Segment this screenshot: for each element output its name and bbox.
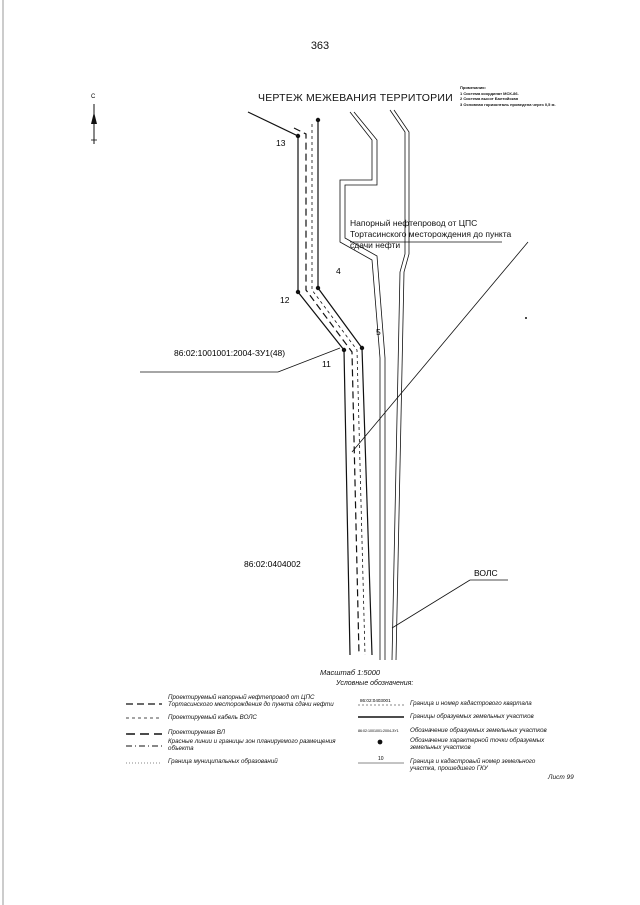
pipeline-callout-leader	[351, 241, 529, 453]
scale-label: Масштаб 1:5000	[320, 668, 381, 677]
point-11-label: 11	[322, 359, 331, 369]
legend-item-pipeline: Проектируемый напорный нефтепровод от ЦП…	[168, 694, 334, 708]
quarter-boundary-b	[344, 111, 386, 660]
parcel-number-5: 5	[376, 327, 381, 337]
page-number: 363	[310, 40, 330, 52]
legend-title: Условные обозначения:	[336, 680, 414, 687]
parcel-left-line	[247, 111, 351, 656]
note-2: 2 Система высот Балтийская	[460, 96, 519, 101]
legend-sample-gku-number: 10	[378, 756, 384, 762]
north-arrow-icon	[91, 104, 97, 144]
legend-sample-quarter-number: 86:02:0403001	[360, 698, 391, 703]
legend-item-red-lines: Красные линии и границы зон планируемого…	[168, 738, 336, 752]
north-letter: С	[91, 94, 96, 100]
legend-item-municipal: Граница муниципальных образований	[168, 758, 278, 765]
notes-heading: Примечания:	[460, 85, 486, 90]
parcel-boundary	[247, 111, 373, 656]
parcel-cadastral-label: 86:02:1001001:2004-ЗУ1(48)	[174, 348, 285, 358]
parcel-right-line	[317, 120, 373, 656]
legend-item-gku: Граница и кадастровый номер земельного у…	[410, 758, 536, 772]
legend-samples-right	[358, 704, 404, 764]
parcel-number-4: 4	[336, 266, 341, 276]
point-4-top-marker	[315, 117, 321, 123]
boundary-lines	[339, 109, 410, 661]
point-13-marker	[295, 133, 301, 139]
legend-sample-point	[377, 739, 383, 745]
point-12-marker	[295, 289, 301, 295]
point-5-marker	[315, 285, 321, 291]
quarter-boundary-a	[339, 111, 381, 660]
legend-item-vl: Проектируемая ВЛ	[168, 729, 226, 736]
parcel-callout-leader	[277, 347, 341, 373]
legend-samples-left	[126, 703, 162, 764]
callout-leaders	[140, 241, 529, 629]
point-13-label: 13	[276, 138, 286, 148]
vols-label: ВОЛС	[474, 568, 498, 578]
legend-sample-parcel-number: 86:02:1001001:2004-ЗУ1	[358, 729, 399, 733]
notes-block: Примечания: 1 Система координат МСК-86. …	[460, 85, 556, 107]
stray-dot	[525, 317, 527, 319]
legend-item-parcel-borders: Границы образуемых земельных участков	[410, 713, 534, 720]
legend-item-parcel-marking: Обозначение образуемых земельных участко…	[410, 727, 547, 734]
vols-cable-line	[311, 124, 366, 656]
point-12-label: 12	[280, 295, 290, 305]
quarter-cadastral-label: 86:02:0404002	[244, 559, 301, 569]
vols-callout-leader	[391, 579, 471, 629]
point-end-marker	[359, 345, 365, 351]
legend-item-vols: Проектируемый кабель ВОЛС	[168, 714, 257, 721]
drawing-title: ЧЕРТЕЖ МЕЖЕВАНИЯ ТЕРРИТОРИИ	[258, 92, 453, 104]
sheet-number: Лист 99	[548, 774, 574, 781]
legend-item-point-marking: Обозначение характерной точки образуемых…	[410, 737, 545, 751]
pipeline-callout: Напорный нефтепровод от ЦПС Тортасинског…	[350, 218, 512, 250]
note-1: 1 Система координат МСК-86.	[460, 90, 519, 96]
pipeline-line	[293, 127, 360, 656]
municipal-boundary-b	[393, 109, 410, 661]
point-11-marker	[341, 347, 347, 353]
note-3: 3 Основная горизонталь проведена через 0…	[460, 101, 556, 107]
municipal-boundary-a	[389, 109, 406, 661]
legend-item-quarter: Граница и номер кадастрового квартала	[410, 700, 532, 707]
